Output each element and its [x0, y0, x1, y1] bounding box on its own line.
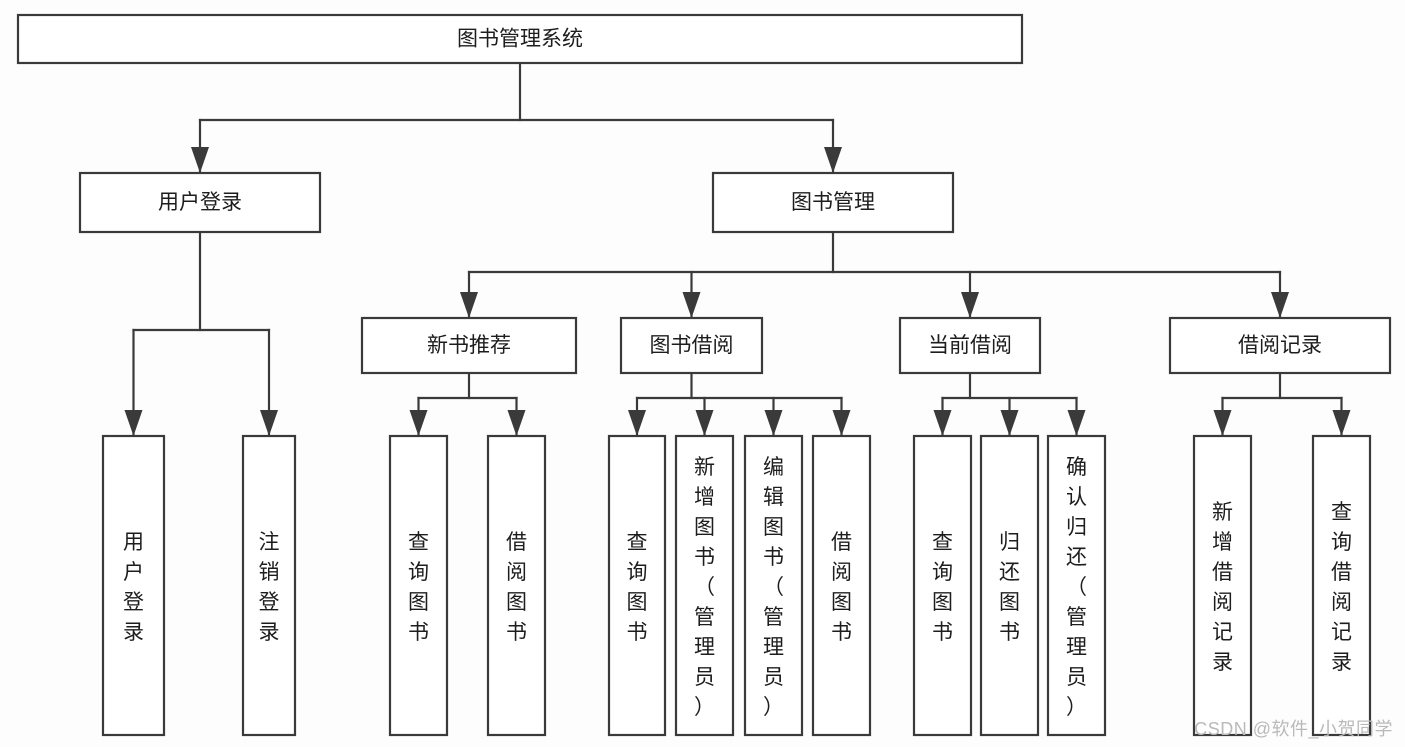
node-box-query-book-1 [388, 434, 449, 737]
node-label-user-login-do: 用户登录 [123, 531, 144, 644]
arrow-head-icon [409, 410, 428, 436]
node-user-login[interactable]: 用户登录 [78, 171, 322, 234]
node-layer: 图书管理系统用户登录用户登录注销登录图书管理新书推荐查询图书借阅图书图书借阅查询… [16, 13, 1392, 737]
node-box-current-borrow [898, 316, 1042, 375]
node-borrow-book-2[interactable]: 借阅图书 [811, 434, 872, 737]
node-label-current-borrow: 当前借阅 [928, 334, 1012, 357]
arrow-head-icon [1067, 410, 1086, 436]
node-user-logout[interactable]: 注销登录 [241, 434, 297, 737]
node-box-user-login-do [101, 434, 166, 737]
node-query-book-3[interactable]: 查询图书 [912, 434, 973, 737]
connector-group-user-login [124, 230, 278, 436]
arrow-head-icon [628, 410, 646, 436]
node-add-book-admin[interactable]: 新增图书（管理员） [674, 434, 735, 737]
node-label-book-management: 图书管理 [791, 191, 875, 214]
node-label-return-book: 归还图书 [999, 531, 1020, 644]
arrow-head-icon [460, 292, 478, 318]
arrow-head-icon [1213, 410, 1232, 436]
node-box-confirm-return-admin [1046, 434, 1107, 737]
arrow-head-icon [1271, 292, 1289, 318]
node-box-book-borrow [619, 316, 764, 375]
connector-group-root [191, 61, 842, 173]
arrow-head-icon [933, 410, 952, 436]
node-box-query-book-3 [912, 434, 973, 737]
node-box-borrow-book-2 [811, 434, 872, 737]
connector-group-current-borrow [933, 371, 1086, 436]
node-borrow-records[interactable]: 借阅记录 [1168, 316, 1392, 375]
node-label-query-borrow-record: 查询借阅记录 [1331, 501, 1352, 674]
node-label-add-book-admin: 新增图书（管理员） [694, 456, 715, 719]
node-add-borrow-record[interactable]: 新增借阅记录 [1192, 434, 1253, 737]
node-box-borrow-records [1168, 316, 1392, 375]
node-box-new-book-recommend [360, 316, 578, 375]
arrow-head-icon [1000, 410, 1019, 436]
node-book-borrow[interactable]: 图书借阅 [619, 316, 764, 375]
node-box-book-management [711, 171, 955, 234]
arrow-head-icon [961, 292, 979, 318]
node-label-add-borrow-record: 新增借阅记录 [1212, 501, 1233, 674]
node-user-login-do[interactable]: 用户登录 [101, 434, 166, 737]
node-label-borrow-records: 借阅记录 [1238, 334, 1322, 357]
node-box-return-book [979, 434, 1040, 737]
arrow-head-icon [191, 147, 209, 173]
node-label-edit-book-admin: 编辑图书（管理员） [763, 456, 784, 719]
node-box-edit-book-admin [743, 434, 804, 737]
arrow-head-icon [695, 410, 714, 436]
arrow-head-icon [764, 410, 783, 436]
node-label-user-login: 用户登录 [158, 191, 242, 214]
arrow-head-icon [682, 292, 701, 318]
node-label-user-logout: 注销登录 [259, 531, 280, 644]
arrow-head-icon [824, 147, 842, 173]
node-label-confirm-return-admin: 确认归还（管理员） [1066, 456, 1087, 719]
connector-group-borrow-records [1213, 371, 1351, 436]
node-label-book-borrow: 图书借阅 [650, 334, 734, 357]
node-box-user-login [78, 171, 322, 234]
node-box-add-book-admin [674, 434, 735, 737]
node-root[interactable]: 图书管理系统 [16, 13, 1024, 65]
arrow-head-icon [1332, 410, 1351, 436]
node-query-book-1[interactable]: 查询图书 [388, 434, 449, 737]
node-label-borrow-book-1: 借阅图书 [506, 531, 527, 644]
node-box-add-borrow-record [1192, 434, 1253, 737]
connector-group-new-book-recommend [409, 371, 526, 436]
node-edit-book-admin[interactable]: 编辑图书（管理员） [743, 434, 804, 737]
node-box-query-book-2 [607, 434, 667, 737]
arrow-head-icon [507, 410, 526, 436]
csdn-watermark: CSDN @软件_小贺同学 [1194, 719, 1393, 739]
node-book-management[interactable]: 图书管理 [711, 171, 955, 234]
node-box-query-borrow-record [1311, 434, 1372, 737]
node-label-query-book-3: 查询图书 [932, 531, 953, 644]
node-box-borrow-book-1 [486, 434, 547, 737]
node-box-user-logout [241, 434, 297, 737]
node-new-book-recommend[interactable]: 新书推荐 [360, 316, 578, 375]
arrow-head-icon [124, 410, 143, 436]
node-label-new-book-recommend: 新书推荐 [427, 334, 511, 357]
node-box-root [16, 13, 1024, 65]
node-return-book[interactable]: 归还图书 [979, 434, 1040, 737]
node-label-root: 图书管理系统 [457, 28, 583, 51]
node-query-book-2[interactable]: 查询图书 [607, 434, 667, 737]
node-current-borrow[interactable]: 当前借阅 [898, 316, 1042, 375]
node-borrow-book-1[interactable]: 借阅图书 [486, 434, 547, 737]
connector-layer [124, 61, 1351, 436]
node-confirm-return-admin[interactable]: 确认归还（管理员） [1046, 434, 1107, 737]
node-query-borrow-record[interactable]: 查询借阅记录 [1311, 434, 1372, 737]
node-label-query-book-1: 查询图书 [408, 531, 429, 644]
node-label-query-book-2: 查询图书 [627, 531, 648, 644]
connector-group-book-borrow [628, 371, 851, 436]
connector-group-book-management [460, 230, 1289, 318]
arrow-head-icon [832, 410, 851, 436]
node-label-borrow-book-2: 借阅图书 [831, 531, 852, 644]
arrow-head-icon [260, 410, 278, 436]
